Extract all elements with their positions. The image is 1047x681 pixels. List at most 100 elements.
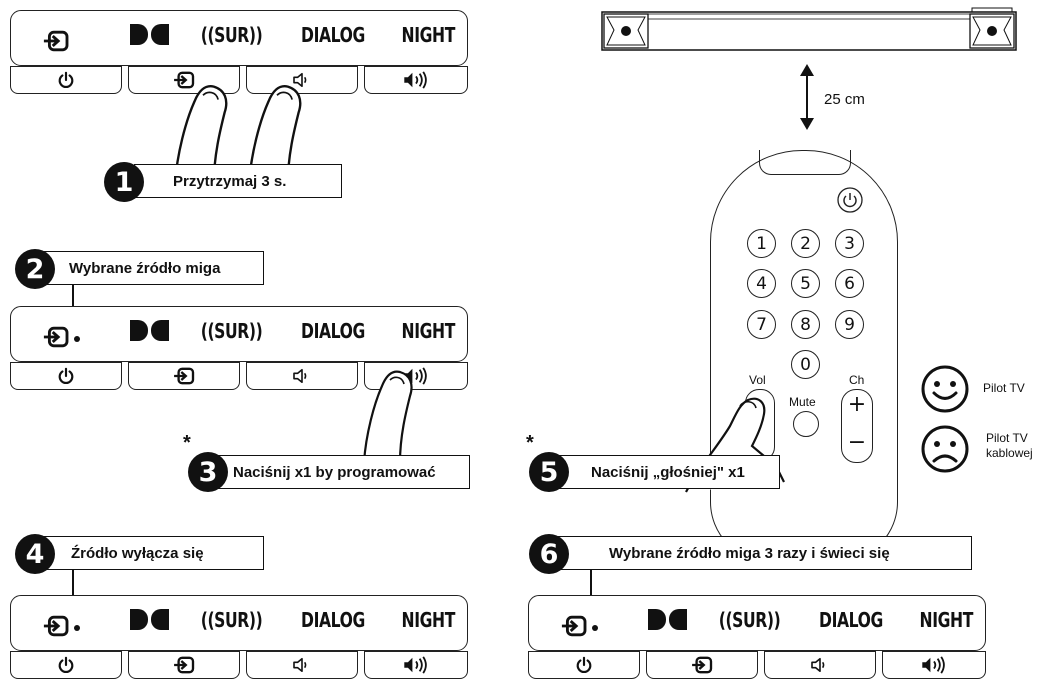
volume-down-button[interactable]: [246, 362, 358, 390]
channel-minus: −: [847, 430, 867, 455]
channel-rocker[interactable]: + −: [841, 389, 873, 463]
night-label: NIGHT: [401, 608, 456, 632]
step-1-text: Przytrzymaj 3 s.: [134, 164, 342, 198]
dolby-logo: [648, 609, 688, 630]
soundbar-panel-1: ((SUR)) DIALOG NIGHT: [8, 8, 470, 96]
vol-label: Vol: [749, 373, 766, 387]
step-2-label: Wybrane źródło miga: [69, 259, 221, 277]
night-label: NIGHT: [401, 319, 456, 343]
tv-remote: 1 2 3 4 5 6 7 8 9 0 Vol Mute Ch + −: [710, 150, 898, 562]
digit-2-button[interactable]: 2: [791, 229, 820, 258]
step-5-text: Naciśnij „głośniej" x1: [558, 455, 780, 489]
power-icon: [57, 367, 75, 385]
mute-label: Mute: [789, 395, 816, 409]
digit-4-button[interactable]: 4: [747, 269, 776, 298]
sad-label-2: kablowej: [986, 446, 1033, 460]
volume-up-icon: [920, 656, 948, 674]
button-row: [10, 66, 468, 94]
panel-display: [10, 306, 468, 362]
sur-label: ((SUR)): [718, 608, 781, 632]
digit-8-button[interactable]: 8: [791, 310, 820, 339]
distance-label: 25 cm: [824, 91, 865, 108]
night-label: NIGHT: [919, 608, 974, 632]
digit-1-button[interactable]: 1: [747, 229, 776, 258]
dialog-label: DIALOG: [301, 23, 365, 47]
step-4-label: Źródło wyłącza się: [71, 544, 204, 562]
remote-power-icon[interactable]: [837, 187, 863, 213]
step-badge-1: 1: [104, 162, 144, 202]
input-icon: [560, 615, 588, 637]
step-badge-4: 4: [15, 534, 55, 574]
step-3-label: Naciśnij x1 by programować: [233, 463, 436, 481]
digit-5-button[interactable]: 5: [791, 269, 820, 298]
digit-7-button[interactable]: 7: [747, 310, 776, 339]
volume-down-button[interactable]: [246, 66, 358, 94]
step-4-text: Źródło wyłącza się: [42, 536, 264, 570]
panel-display: [528, 595, 986, 651]
step-6-label: Wybrane źródło miga 3 razy i świeci się: [609, 544, 890, 562]
panel-display: [10, 595, 468, 651]
step-badge-3: 3: [188, 452, 228, 492]
dialog-label: DIALOG: [819, 608, 883, 632]
power-icon: [57, 71, 75, 89]
sad-label-1: Pilot TV: [986, 431, 1028, 445]
volume-down-icon: [810, 657, 830, 673]
distance-arrow: [800, 64, 814, 130]
step-1-label: Przytrzymaj 3 s.: [173, 172, 287, 190]
volume-up-button[interactable]: [364, 66, 468, 94]
digit-6-button[interactable]: 6: [835, 269, 864, 298]
soundbar-icon: [601, 7, 1017, 51]
indicator-dot: [74, 625, 80, 631]
volume-down-button[interactable]: [764, 651, 876, 679]
input-icon: [173, 656, 195, 674]
dialog-label: DIALOG: [301, 319, 365, 343]
button-row: [10, 362, 468, 390]
input-icon: [42, 615, 70, 637]
night-label: NIGHT: [401, 23, 456, 47]
dialog-label: DIALOG: [301, 608, 365, 632]
volume-down-icon: [292, 368, 312, 384]
remote-top-slot: [759, 150, 851, 175]
input-icon: [42, 30, 70, 52]
input-icon: [42, 326, 70, 348]
hand-icon: [358, 364, 422, 464]
step-5-label: Naciśnij „głośniej" x1: [591, 463, 745, 481]
step-badge-6: 6: [529, 534, 569, 574]
volume-down-icon: [292, 657, 312, 673]
volume-up-button[interactable]: [364, 362, 468, 390]
soundbar-panel-2: ((SUR)) DIALOG NIGHT: [8, 304, 470, 392]
soundbar-panel-3: ((SUR)) DIALOG NIGHT: [8, 593, 470, 681]
step-2-text: Wybrane źródło miga: [42, 251, 264, 285]
step-badge-5: 5: [529, 452, 569, 492]
power-button[interactable]: [10, 362, 122, 390]
panel-display: [10, 10, 468, 66]
sur-label: ((SUR)): [200, 608, 263, 632]
mute-button[interactable]: [793, 411, 819, 437]
input-button[interactable]: [646, 651, 758, 679]
digit-9-button[interactable]: 9: [835, 310, 864, 339]
happy-label: Pilot TV: [983, 381, 1025, 395]
digit-0-button[interactable]: 0: [791, 350, 820, 379]
sur-label: ((SUR)): [200, 23, 263, 47]
step-badge-2: 2: [15, 249, 55, 289]
power-icon: [575, 656, 593, 674]
asterisk: *: [183, 432, 191, 454]
step-3-text: Naciśnij x1 by programować: [218, 455, 470, 489]
input-icon: [173, 367, 195, 385]
channel-plus: +: [847, 392, 867, 417]
dolby-logo: [130, 320, 170, 341]
power-button[interactable]: [10, 66, 122, 94]
asterisk: *: [526, 432, 534, 454]
sur-label: ((SUR)): [200, 319, 263, 343]
input-button[interactable]: [128, 362, 240, 390]
dolby-logo: [130, 609, 170, 630]
soundbar-panel-4: ((SUR)) DIALOG NIGHT: [526, 593, 988, 681]
volume-up-icon: [402, 71, 430, 89]
ch-label: Ch: [849, 373, 865, 387]
dolby-logo: [130, 24, 170, 45]
indicator-dot: [74, 336, 80, 342]
step-6-text: Wybrane źródło miga 3 razy i świeci się: [556, 536, 972, 570]
digit-3-button[interactable]: 3: [835, 229, 864, 258]
power-icon: [57, 656, 75, 674]
volume-up-icon: [402, 656, 430, 674]
